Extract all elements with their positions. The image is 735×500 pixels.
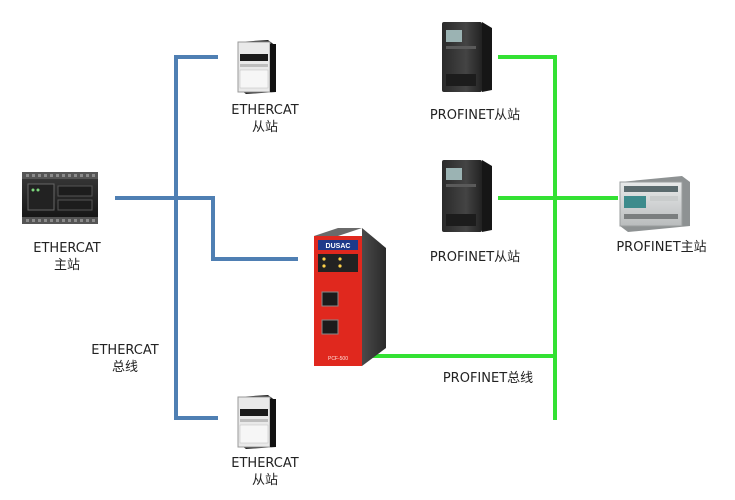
gateway-device-icon: DUSAC PCF-500 xyxy=(314,228,386,366)
ethercat-master-label: ETHERCAT 主站 xyxy=(33,241,101,273)
ethercat-bus xyxy=(115,55,298,420)
ethercat-master-plc-icon xyxy=(22,172,98,224)
profinet-slave-mid-label: PROFINET从站 xyxy=(429,250,521,265)
ethercat-bus-trunk xyxy=(174,55,218,420)
gateway-brand: DUSAC xyxy=(326,243,351,250)
profinet-bus xyxy=(362,55,618,420)
profinet-master-plc-icon xyxy=(619,176,690,232)
ethercat-bus-master-link xyxy=(115,196,298,261)
profinet-slave-top-label: PROFINET从站 xyxy=(429,108,521,123)
profinet-slave-top-drive-icon xyxy=(442,22,492,92)
profinet-master-label: PROFINET主站 xyxy=(616,240,707,255)
ethercat-slave-bottom-label: ETHERCAT 从站 xyxy=(231,456,299,488)
ethercat-slave-top-drive-icon xyxy=(237,40,276,94)
profinet-slave-mid-drive-icon xyxy=(442,160,492,232)
profinet-bus-trunk xyxy=(498,55,557,420)
profinet-bus-label: PROFINET总线 xyxy=(442,371,534,386)
gateway-model: PCF-500 xyxy=(328,356,348,362)
ethercat-slave-top-label: ETHERCAT 从站 xyxy=(231,103,299,135)
ethercat-bus-label: ETHERCAT 总线 xyxy=(91,343,159,375)
ethercat-slave-bottom-drive-icon xyxy=(237,395,276,449)
